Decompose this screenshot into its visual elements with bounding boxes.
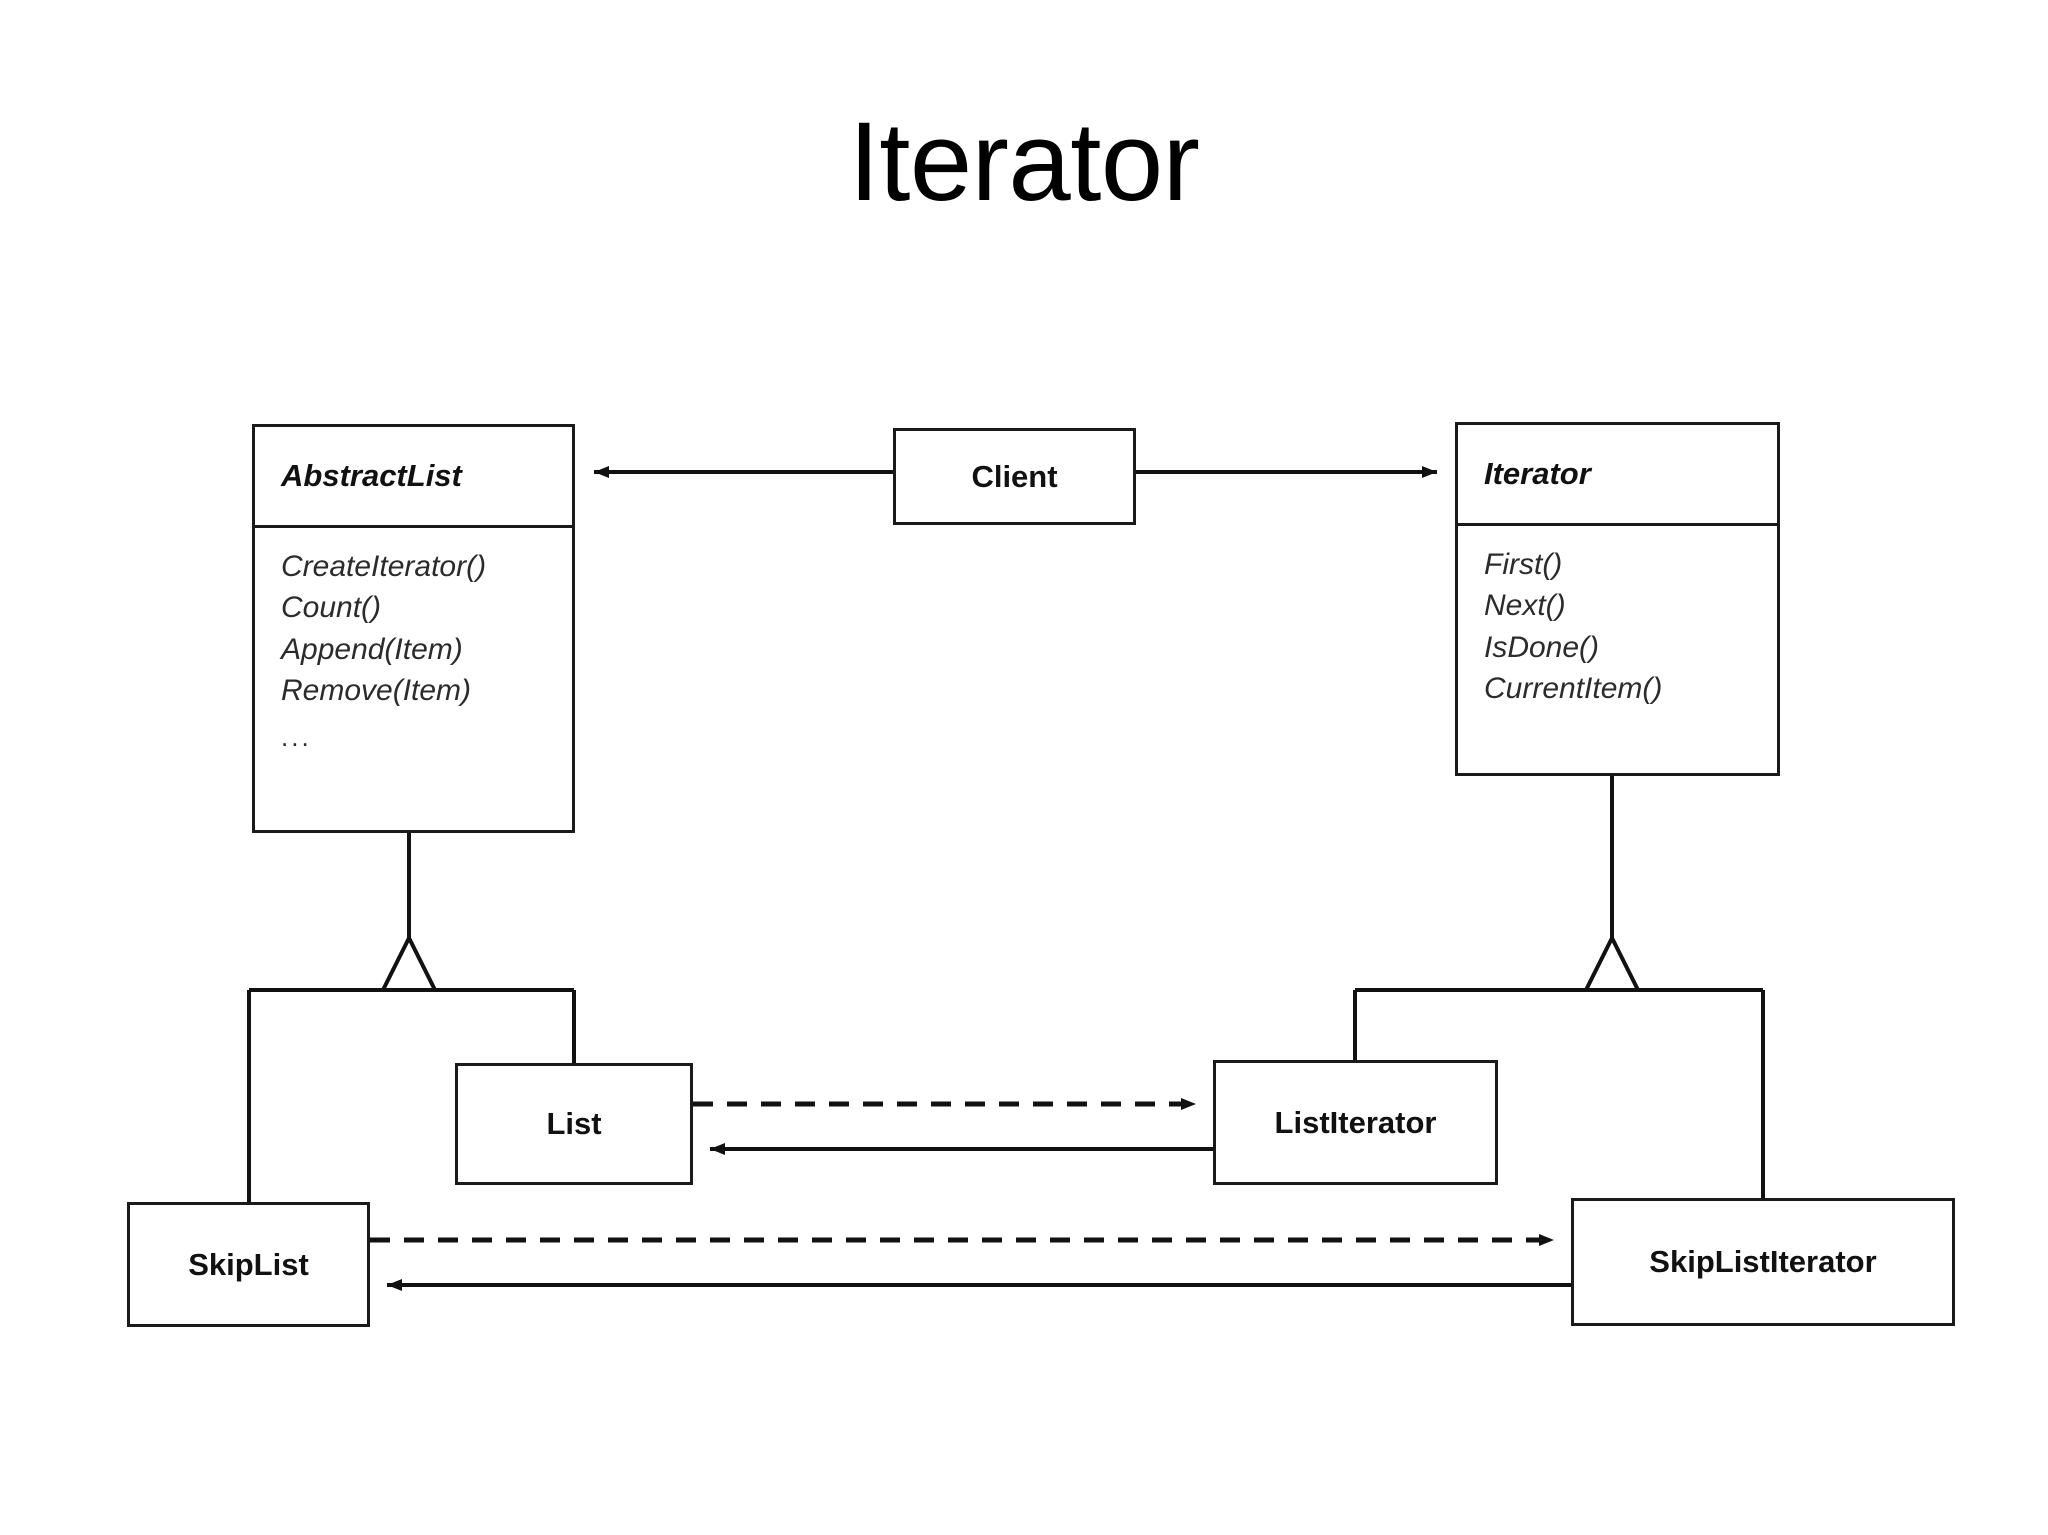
class-name-client: Client [971, 458, 1058, 494]
operation-count: Count() [281, 591, 382, 625]
hollow-triangle-abstractlist [379, 933, 439, 992]
hollow-triangle-iterator [1582, 933, 1642, 992]
class-name-iterator: Iterator [1484, 456, 1591, 491]
class-operations-abstractlist: CreateIterator() Count() Append(Item) Re… [255, 525, 572, 833]
uml-class-iterator[interactable]: Iterator First() Next() IsDone() Current… [1455, 422, 1780, 776]
operation-first: First() [1484, 548, 1563, 581]
uml-class-list[interactable]: List [455, 1063, 693, 1185]
uml-class-listiterator[interactable]: ListIterator [1213, 1060, 1498, 1185]
class-name-skiplistiterator: SkipListIterator [1649, 1244, 1877, 1279]
class-name-abstractlist: AbstractList [281, 458, 462, 493]
uml-class-skiplist[interactable]: SkipList [127, 1202, 370, 1327]
uml-class-abstractlist[interactable]: AbstractList CreateIterator() Count() Ap… [252, 424, 575, 833]
operation-append: Append(Item) [281, 632, 463, 666]
operation-currentitem: CurrentItem() [1484, 672, 1663, 706]
operation-create-iterator: CreateIterator() [281, 550, 487, 583]
page-title: Iterator [848, 99, 1200, 224]
operation-remove: Remove(Item) [281, 674, 472, 708]
class-name-skiplist: SkipList [188, 1246, 309, 1282]
class-name-list: List [546, 1106, 602, 1141]
operation-isdone: IsDone() [1484, 630, 1600, 664]
uml-class-client[interactable]: Client [893, 428, 1136, 525]
uml-class-skiplistiterator[interactable]: SkipListIterator [1571, 1198, 1955, 1326]
class-operations-iterator: First() Next() IsDone() CurrentItem() [1458, 523, 1777, 776]
operation-next: Next() [1484, 589, 1566, 623]
class-name-listiterator: ListIterator [1274, 1104, 1437, 1140]
operation-ellipsis: ... [281, 721, 312, 752]
